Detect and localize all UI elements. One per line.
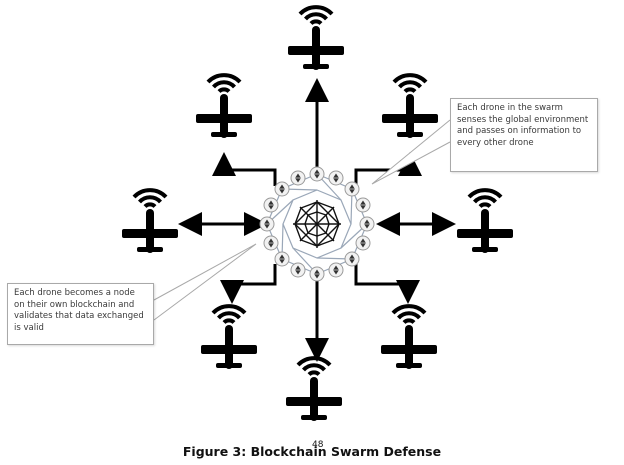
page-number: 48 — [312, 440, 324, 450]
drone-north-west-icon — [194, 73, 254, 140]
drone-east-icon — [455, 188, 515, 255]
figure-caption: Figure 3: Blockchain Swarm Defense — [182, 444, 442, 459]
callout-node-description: Each drone becomes a node on their own b… — [7, 283, 154, 345]
drone-north-icon — [286, 5, 346, 72]
drone-north-east-icon — [380, 73, 440, 140]
callout-pointer-bottom-left — [153, 243, 257, 321]
callout-pointer-top-right — [371, 119, 451, 185]
arrow-north-west — [212, 152, 277, 186]
arrow-south-east — [354, 264, 420, 304]
blockchain-network — [259, 166, 375, 282]
drone-south-icon — [284, 356, 344, 423]
drone-south-east-icon — [379, 304, 439, 371]
callout-sensing-description: Each drone in the swarm senses the globa… — [450, 98, 598, 172]
arrow-south-west — [220, 264, 277, 304]
drone-west-icon — [120, 188, 180, 255]
drone-south-west-icon — [199, 304, 259, 371]
